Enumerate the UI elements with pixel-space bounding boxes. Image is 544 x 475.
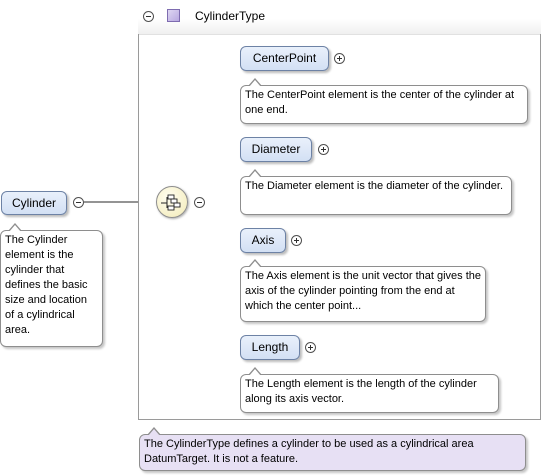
length-annotation: The Length element is the length of the …: [240, 367, 499, 413]
type-title: CylinderType: [195, 9, 266, 23]
collapse-root-icon[interactable]: [73, 197, 84, 208]
type-annotation: The CylinderType defines a cylinder to b…: [139, 427, 526, 471]
child-element-diameter[interactable]: Diameter: [240, 137, 312, 162]
type-header: [138, 0, 541, 34]
type-header-divider: [139, 34, 540, 35]
expand-length-icon[interactable]: [305, 342, 316, 353]
sequence-icon: [161, 194, 181, 211]
child-element-centerpoint[interactable]: CenterPoint: [240, 46, 329, 71]
child-element-length[interactable]: Length: [240, 335, 300, 360]
expand-centerpoint-icon[interactable]: [334, 53, 345, 64]
axis-annotation: The Axis element is the unit vector that…: [240, 259, 486, 322]
centerpoint-annotation: The CenterPoint element is the center of…: [240, 78, 528, 124]
complex-type-icon: [167, 9, 180, 22]
collapse-type-icon[interactable]: [143, 11, 154, 22]
expand-diameter-icon[interactable]: [318, 144, 329, 155]
sequence-compositor[interactable]: [156, 186, 188, 218]
expand-axis-icon[interactable]: [291, 235, 302, 246]
collapse-sequence-icon[interactable]: [194, 197, 205, 208]
diameter-annotation: The Diameter element is the diameter of …: [240, 169, 512, 215]
root-annotation: The Cylinder element is the cylinder tha…: [0, 223, 103, 347]
root-element[interactable]: Cylinder: [1, 191, 67, 215]
child-element-axis[interactable]: Axis: [240, 228, 286, 253]
